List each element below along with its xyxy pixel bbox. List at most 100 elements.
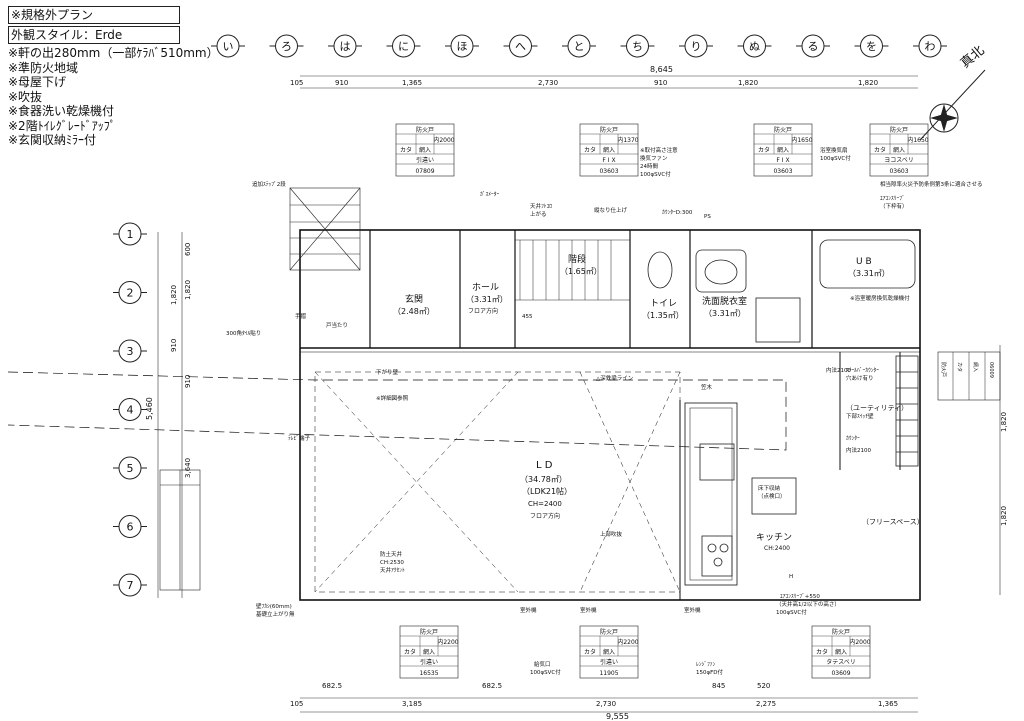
- annotation-19: 下がり壁: [376, 368, 399, 376]
- window-code: 内1650: [791, 136, 812, 144]
- room-kitchen-ceiling: CH:2400: [764, 545, 790, 552]
- annotation-9: 24時間: [640, 162, 658, 170]
- room-entrance-name: 玄関: [405, 293, 423, 305]
- dim-left-3: 3,640: [184, 458, 192, 478]
- dim-left-0: 600: [184, 243, 192, 256]
- dim-bottom-sub-3: 520: [757, 682, 770, 690]
- note-2: ※母屋下げ: [8, 75, 67, 89]
- room-stairs-area: （1.65㎡）: [560, 267, 602, 276]
- grid-column-label: は: [340, 40, 351, 53]
- notes-panel: ※規格外プラン 外観スタイル：Erde ※軒の出280mm（一部ｹﾗﾊﾞ510m…: [8, 6, 219, 148]
- dim-bottom-sub-2: 845: [712, 682, 725, 690]
- dim-top-2: 1,365: [402, 79, 422, 87]
- annotation-4: 縦なり仕上げ: [594, 206, 628, 214]
- annotation-17: 300角ﾀｲﾙ貼り: [226, 329, 261, 337]
- annotation-40: 100φSVC付: [776, 608, 807, 616]
- dim-left-total: 5,460: [145, 397, 154, 420]
- room-labels: 玄関 （2.48㎡） ホール （3.31㎡） フロア方向 階段 （1.65㎡） …: [393, 253, 924, 552]
- dim-top-0: 105: [290, 79, 303, 87]
- grid-row-label: 5: [127, 462, 134, 475]
- dim-bottom-2: 2,730: [596, 700, 616, 708]
- annotation-38: ｴｱｺﾝｽﾘｰﾌﾞ+550: [780, 593, 820, 600]
- annotation-18: 戸当たり: [326, 321, 348, 329]
- dim-bottom-total: 9,555: [606, 712, 629, 721]
- annotation-16: 手摺: [295, 312, 307, 320]
- room-bath-name: U B: [856, 257, 872, 267]
- grid-row-label: 1: [127, 228, 134, 241]
- annotation-1: ｶﾞｽﾒｰﾀｰ: [480, 191, 500, 198]
- grid-row-3: 3: [113, 339, 147, 363]
- annotation-8: 換気ファン: [640, 154, 668, 162]
- window-top-2: 防火戸内1650カタ網入F I X03603: [753, 123, 813, 177]
- note-5: ※2階ﾄｲﾚｸﾞﾚｰﾄﾞｱｯﾌﾟ: [8, 118, 116, 133]
- grid-row-2: 2: [113, 281, 147, 304]
- annotation-5: ｶｳﾝﾀｰD:300: [662, 209, 693, 216]
- annotation-22: △深鉄梁ライン: [596, 374, 634, 382]
- window-op: F I X: [602, 157, 615, 164]
- annotation-24: 内法2100: [826, 366, 851, 374]
- window-fire: 防火戸: [416, 126, 434, 134]
- annotation-28: ｶｳﾝﾀｰ: [846, 435, 860, 442]
- annotations: 追加ｽﾃｯﾌﾟ2段ｶﾞｽﾒｰﾀｰ天井ﾌﾄｺﾛ上がる縦なり仕上げｶｳﾝﾀｰD:30…: [226, 146, 983, 676]
- dim-top-6: 1,820: [858, 79, 878, 87]
- grid-column-2: ろ: [269, 34, 304, 58]
- window-bottom-2: 防火戸内2000カタ網入タテスベリ03609: [811, 625, 871, 679]
- note-4: ※食器洗い乾燥機付: [8, 104, 115, 118]
- grid-column-10: ぬ: [737, 34, 772, 58]
- annotation-23: 笠木: [701, 383, 713, 391]
- annotation-10: 100φSVC付: [640, 170, 671, 178]
- window-glass: 網入: [423, 648, 435, 656]
- window-type: カタ: [874, 146, 886, 154]
- annotation-33: 防土天井: [380, 550, 403, 558]
- annotation-49: 室外機: [684, 606, 701, 614]
- walls: [7, 229, 921, 601]
- annotation-26: 穴あけ有り: [846, 374, 874, 382]
- annotation-11: 浴室換気扇: [820, 146, 848, 154]
- grid-column-12: を: [854, 34, 889, 58]
- window-size: 11905: [599, 670, 618, 677]
- window-code: 内1650: [907, 136, 928, 144]
- grid-column-13: わ: [913, 34, 947, 58]
- window-bottom-1: 防火戸内2200カタ網入引違い11905: [579, 625, 639, 679]
- window-size: 03603: [889, 168, 908, 175]
- grid-column-label: ぬ: [749, 40, 760, 53]
- window-glass: 網入: [835, 648, 847, 656]
- dim-top-4: 910: [654, 79, 667, 87]
- north-arrow: 真北: [919, 43, 988, 141]
- annotation-45: 壁ﾌｶｼ(60mm): [256, 602, 292, 610]
- room-ld-floor: フロア方向: [530, 512, 560, 520]
- window-schedule-side: 防火戸 カタ 網入 06009: [937, 351, 1001, 401]
- washing-machine: [755, 297, 801, 343]
- room-bath-area: （3.31㎡）: [848, 269, 890, 278]
- window-fire: 防火戸: [600, 628, 618, 636]
- annotation-13: 相当隙率火災予防条例第3条に適合させる: [880, 180, 983, 188]
- room-ld-name: L D: [536, 460, 553, 471]
- annotation-41: 給気口: [534, 660, 551, 668]
- grid-column-9: り: [679, 34, 713, 58]
- annotation-46: 基礎立上がり無: [256, 610, 295, 618]
- grid-column-5: ほ: [445, 34, 479, 58]
- note-1: ※準防火地域: [8, 60, 79, 75]
- annotation-47: 室外機: [520, 606, 537, 614]
- grid-row-label: 3: [127, 345, 134, 358]
- grid-row-label: 2: [127, 287, 134, 300]
- window-size: 03603: [599, 168, 618, 175]
- annotation-20: ※詳細図参照: [376, 394, 409, 402]
- room-toilet-name: トイレ: [650, 299, 677, 309]
- note-3: ※吹抜: [8, 89, 43, 104]
- grid-row-5: 5: [113, 456, 147, 480]
- dim-bottom-4: 1,365: [878, 700, 898, 708]
- annotation-48: 室外機: [580, 606, 597, 614]
- room-free-space-name: （フリースペース）: [862, 518, 924, 526]
- room-hall-area: （3.31㎡）: [466, 295, 508, 304]
- window-fire: 防火戸: [890, 126, 908, 134]
- annotation-42: 100φSVC付: [530, 668, 561, 676]
- sink: [699, 443, 735, 481]
- window-type: カタ: [584, 648, 596, 656]
- side-glass: 網入: [972, 362, 979, 372]
- window-size: 03609: [831, 670, 850, 677]
- room-ld-area: （34.78㎡）: [520, 475, 567, 484]
- grid-column-label: わ: [925, 40, 936, 53]
